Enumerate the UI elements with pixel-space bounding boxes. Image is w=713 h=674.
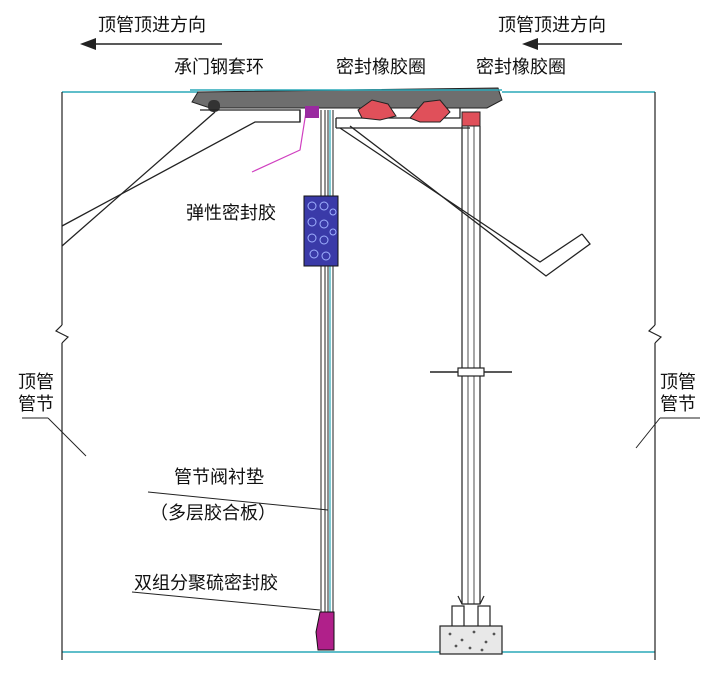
label-pipe-right-2: 管节 [660, 394, 696, 415]
joint-plates [320, 110, 334, 612]
label-direction-right: 顶管顶进方向 [498, 15, 606, 36]
polysulfide-sealant [315, 611, 335, 651]
label-leaders [22, 417, 700, 611]
label-seal-rubber-ring-1: 密封橡胶圈 [336, 57, 426, 78]
label-pipe-left-2: 管节 [18, 394, 54, 415]
rubber-ring-3 [461, 111, 481, 127]
right-anchor-hook [339, 125, 591, 277]
direction-arrow-left [80, 38, 222, 50]
label-seal-rubber-ring-2: 密封橡胶圈 [476, 57, 566, 78]
label-pipe-right-1: 顶管 [660, 372, 696, 393]
label-valve-liner: 管节阀衬垫 [174, 467, 264, 488]
label-socket-steel-ring: 承门钢套环 [174, 57, 264, 78]
pipe-left-wall [54, 92, 70, 660]
label-plywood: （多层胶合板） [150, 503, 276, 524]
rubber-ring-1 [357, 99, 397, 121]
elastic-sealant-block [303, 195, 339, 267]
steel-ring-bolt [208, 100, 220, 112]
socket-steel-ring [190, 87, 503, 112]
rubber-ring-2 [409, 99, 451, 123]
grout-pipe [430, 126, 512, 629]
joint-top-seal [305, 106, 319, 118]
label-elastic-sealant: 弹性密封胶 [186, 203, 276, 224]
label-two-part-sealant: 双组分聚硫密封胶 [134, 573, 278, 594]
pipe-right-wall [647, 92, 663, 660]
label-direction-left: 顶管顶进方向 [98, 15, 206, 36]
leader-line-magenta [251, 111, 307, 173]
pipe-outline [62, 91, 655, 653]
left-bell-joint [61, 109, 301, 247]
concrete-base [439, 625, 503, 655]
right-spigot [335, 108, 470, 129]
label-pipe-left-1: 顶管 [18, 372, 54, 393]
direction-arrow-right [522, 38, 622, 50]
